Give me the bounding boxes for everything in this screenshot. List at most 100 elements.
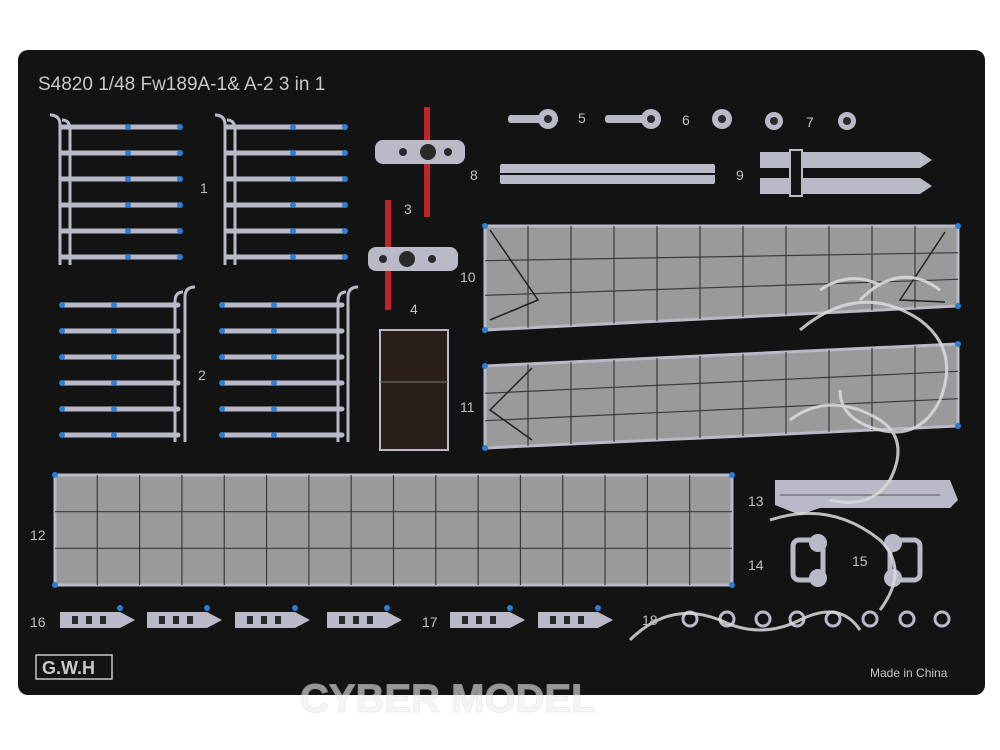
part-number-label-14: 14 — [748, 557, 764, 573]
attach-point — [729, 582, 735, 588]
attach-point — [125, 228, 131, 234]
attach-point — [59, 302, 65, 308]
attach-point — [342, 202, 348, 208]
watermark-text: CYBER MODEL — [300, 677, 596, 721]
attach-point — [342, 150, 348, 156]
attach-point — [117, 605, 123, 611]
made-in-label: Made in China — [870, 666, 948, 680]
part-4 — [368, 200, 458, 310]
attach-point — [219, 406, 225, 412]
part-14 — [790, 534, 827, 587]
grid-line — [484, 398, 959, 422]
watermark-graphic — [628, 275, 949, 642]
slot — [367, 616, 373, 624]
part-17-strip — [450, 605, 525, 628]
part-17-strip — [538, 605, 613, 628]
part-number-label-3: 3 — [404, 201, 412, 217]
attach-point — [219, 302, 225, 308]
attach-point — [177, 228, 183, 234]
slot — [86, 616, 92, 624]
attach-point — [507, 605, 513, 611]
part-16-strip — [147, 605, 222, 628]
part-18-ring — [933, 610, 951, 628]
slot — [339, 616, 345, 624]
slot — [187, 616, 193, 624]
attach-point — [271, 302, 277, 308]
attach-point — [955, 223, 961, 229]
attach-point — [384, 605, 390, 611]
part-12 — [52, 472, 735, 588]
attach-point — [955, 341, 961, 347]
attach-point — [59, 328, 65, 334]
part-1-group — [49, 113, 237, 265]
part-8 — [500, 164, 715, 184]
attach-point — [111, 380, 117, 386]
part-16-strip-body — [60, 612, 135, 628]
truss-mark — [898, 231, 946, 303]
slot — [578, 616, 584, 624]
attach-point — [125, 150, 131, 156]
attach-point — [342, 124, 348, 130]
attach-point — [271, 380, 277, 386]
part-number-label-5: 5 — [578, 110, 586, 126]
attach-point — [482, 327, 488, 333]
part-number-label-11: 11 — [460, 399, 475, 415]
slot — [353, 616, 359, 624]
part-number-label-1: 1 — [200, 180, 208, 196]
attach-point — [482, 223, 488, 229]
part-3 — [375, 107, 465, 217]
attach-point — [59, 406, 65, 412]
slot — [564, 616, 570, 624]
attach-point — [290, 228, 296, 234]
part-10 — [482, 223, 961, 333]
attach-point — [482, 445, 488, 451]
part-number-label-9: 9 — [736, 167, 744, 183]
attach-point — [59, 432, 65, 438]
grid-line — [484, 370, 959, 394]
attach-point — [111, 432, 117, 438]
attach-point — [219, 328, 225, 334]
part-15 — [884, 534, 923, 587]
slot — [490, 616, 496, 624]
attach-point — [342, 254, 348, 260]
attach-point — [955, 423, 961, 429]
part-11 — [482, 341, 961, 451]
part-17-strip-body — [450, 612, 525, 628]
attach-point — [125, 124, 131, 130]
attach-point — [482, 363, 488, 369]
slot — [476, 616, 482, 624]
part-18-ring — [861, 610, 879, 628]
part-number-label-16: 16 — [30, 614, 46, 630]
attach-point — [290, 202, 296, 208]
slot — [72, 616, 78, 624]
part-17-strip-body — [538, 612, 613, 628]
attach-point — [271, 328, 277, 334]
part-number-label-13: 13 — [748, 493, 764, 509]
attach-point — [52, 582, 58, 588]
part-16-strip-body — [235, 612, 310, 628]
truss-mark — [489, 229, 540, 321]
attach-point — [177, 202, 183, 208]
part-2-group — [173, 285, 359, 442]
slot — [550, 616, 556, 624]
attach-point — [177, 150, 183, 156]
attach-point — [219, 432, 225, 438]
part-10-outline — [483, 224, 960, 332]
attach-point — [111, 354, 117, 360]
attach-point — [111, 406, 117, 412]
logo: G.W.H — [42, 658, 95, 678]
part-number-label-18: 18 — [642, 612, 658, 628]
attach-point — [290, 124, 296, 130]
attach-point — [204, 605, 210, 611]
part-number-label-17: 17 — [422, 614, 438, 630]
logo-box — [35, 654, 113, 680]
slot — [275, 616, 281, 624]
attach-point — [292, 605, 298, 611]
grid-line — [484, 252, 959, 262]
part-9 — [760, 149, 932, 197]
attach-point — [52, 472, 58, 478]
attach-point — [59, 354, 65, 360]
part-16-strip — [327, 605, 402, 628]
part-number-label-6: 6 — [682, 112, 690, 128]
